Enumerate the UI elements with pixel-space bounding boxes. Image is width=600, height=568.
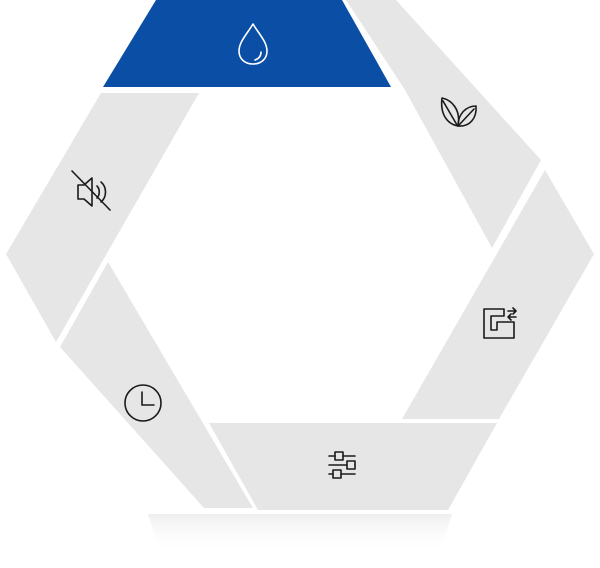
segment-outlet[interactable] xyxy=(402,170,594,419)
clock-icon xyxy=(124,384,162,422)
sliders-icon xyxy=(328,451,356,479)
segment-mute[interactable] xyxy=(6,93,199,342)
water-drop-icon xyxy=(238,23,268,65)
speaker-muted-icon xyxy=(71,170,111,211)
segment-settings[interactable] xyxy=(209,423,497,510)
leaves-icon xyxy=(440,97,477,127)
ring-reflection xyxy=(148,514,452,552)
outlet-swap-icon xyxy=(483,307,517,339)
segment-water[interactable] xyxy=(103,0,391,87)
segment-timer[interactable] xyxy=(60,262,253,508)
segment-eco[interactable] xyxy=(346,0,541,248)
